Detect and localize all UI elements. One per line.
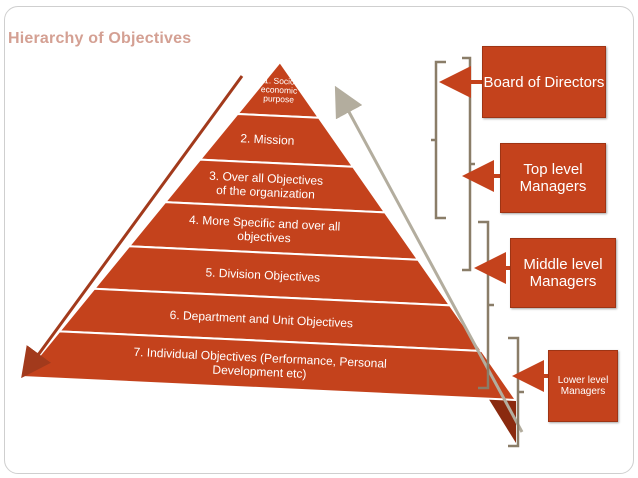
pyramid-tier-label-2: 2. Mission — [240, 131, 295, 148]
pyramid-tier-label-line: 1. Socio — [264, 75, 295, 86]
board-of-directors-box: Board of Directors — [482, 46, 606, 118]
pyramid-tier-label-line: of the organization — [216, 183, 315, 202]
pyramid-tier-label-5: 5. Division Objectives — [205, 265, 320, 284]
pyramid-tier-label-1: 1. Socioeconomicpurpose — [260, 75, 298, 105]
lower-level-managers-label: Lower level Managers — [557, 375, 609, 397]
top-level-managers-label: Top level Managers — [519, 161, 587, 195]
pyramid-tier-label-line: objectives — [237, 229, 291, 245]
brace-board — [431, 60, 446, 220]
middle-level-managers-label: Middle level Managers — [523, 256, 603, 290]
pyramid-tiers: 1. Socioeconomicpurpose 2. Mission 3. Over… — [19, 60, 518, 402]
upward-arrow — [334, 85, 524, 433]
brace-middle — [478, 220, 494, 390]
slide-title: Hierarchy of Objectives — [8, 30, 192, 47]
pyramid-tier-label-line: purpose — [263, 93, 294, 104]
pyramid-tier-label-3: 3. Over all Objectivesof the organizatio… — [208, 169, 323, 202]
top-level-managers-box: Top level Managers — [500, 143, 606, 213]
pyramid-tier-label-line: economic — [261, 84, 299, 96]
brace-lower — [508, 336, 524, 448]
board-of-directors-label: Board of Directors — [483, 73, 605, 91]
lower-level-managers-box: Lower level Managers — [548, 350, 618, 422]
pyramid-tier-label-line: Development etc) — [212, 363, 307, 381]
pyramid-tier-label-line: 2. Mission — [240, 131, 295, 148]
pyramid-tier-label-line: 5. Division Objectives — [205, 265, 320, 284]
middle-level-managers-box: Middle level Managers — [510, 238, 616, 308]
pyramid-tier-label-line: 3. Over all Objectives — [209, 169, 324, 188]
brace-top — [462, 56, 475, 272]
downward-arrow — [21, 75, 244, 379]
